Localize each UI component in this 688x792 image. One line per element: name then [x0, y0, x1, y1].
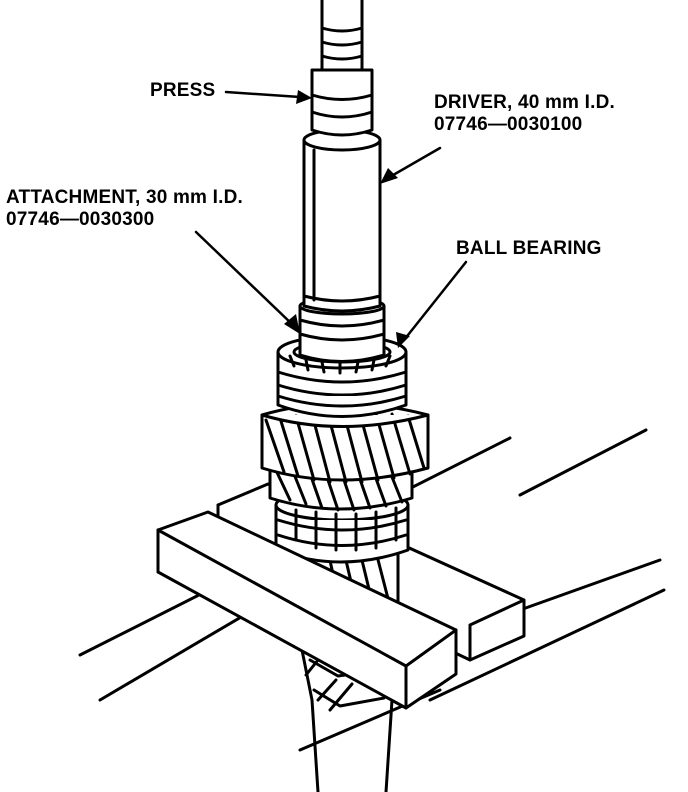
- ball-bearing-label: BALL BEARING: [456, 238, 602, 260]
- driver-label: DRIVER, 40 mm I.D. 07746—0030100: [434, 92, 615, 136]
- press-label-text: PRESS: [150, 80, 216, 101]
- ball-bearing-label-text: BALL BEARING: [456, 238, 602, 259]
- support-block-front: [156, 510, 458, 710]
- leader-lines: [194, 90, 468, 342]
- press-label: PRESS: [150, 80, 215, 102]
- driver-label-name: DRIVER, 40 mm I.D.: [434, 92, 615, 113]
- attachment-label-name: ATTACHMENT, 30 mm I.D.: [6, 187, 243, 208]
- driver-shaft: [302, 128, 382, 313]
- output-shaft: [298, 598, 394, 792]
- press-ram: [310, 0, 374, 137]
- arrow-heads: [284, 90, 410, 348]
- attachment-label: ATTACHMENT, 30 mm I.D. 07746—0030300: [6, 187, 243, 231]
- driver-label-part-number: 07746—0030100: [434, 114, 583, 135]
- attachment-label-part-number: 07746—0030300: [6, 209, 155, 230]
